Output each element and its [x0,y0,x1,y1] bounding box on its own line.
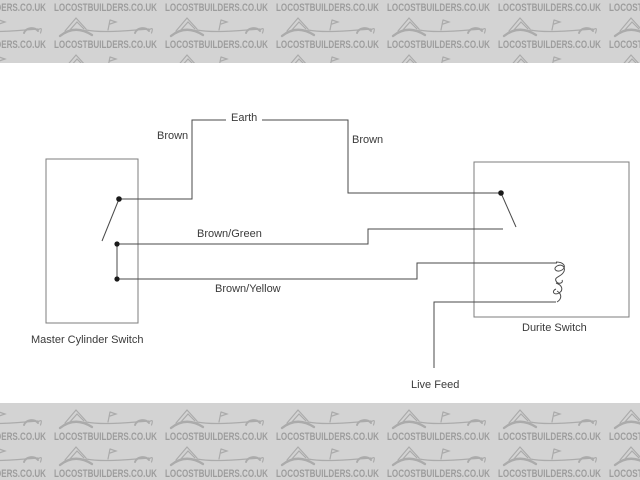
brown-yellow-wire-label: Brown/Yellow [215,283,281,295]
earth-wire [119,119,501,200]
brown-wire-label-right: Brown [352,134,384,146]
earth-wire-label: Earth [226,112,263,124]
durite-switch-blade [500,192,517,228]
master-switch-blade [101,198,120,242]
master-switch-bottom-contact-dot [114,276,120,282]
master-switch-mid-contact-dot [114,241,120,247]
coil-symbol [552,261,565,303]
live-feed-wire [433,301,556,368]
brown-green-wire [117,228,503,245]
master-switch-top-contact-dot [116,196,122,202]
watermark-band-bottom: LOCOSTBUILDERS.CO.UK [0,403,640,480]
durite-switch-label: Durite Switch [522,322,587,334]
live-feed-label: Live Feed [411,379,460,391]
durite-switch-box [473,161,630,318]
master-cylinder-switch-box [45,158,139,324]
durite-switch-contact-dot [498,190,504,196]
watermark-band-top: LOCOSTBUILDERS.CO.UK [0,0,640,63]
brown-green-wire-label: Brown/Green [197,228,262,240]
master-cylinder-switch-label: Master Cylinder Switch [31,334,144,346]
brown-yellow-wire [117,262,557,280]
brown-wire-label-left: Brown [157,130,189,142]
